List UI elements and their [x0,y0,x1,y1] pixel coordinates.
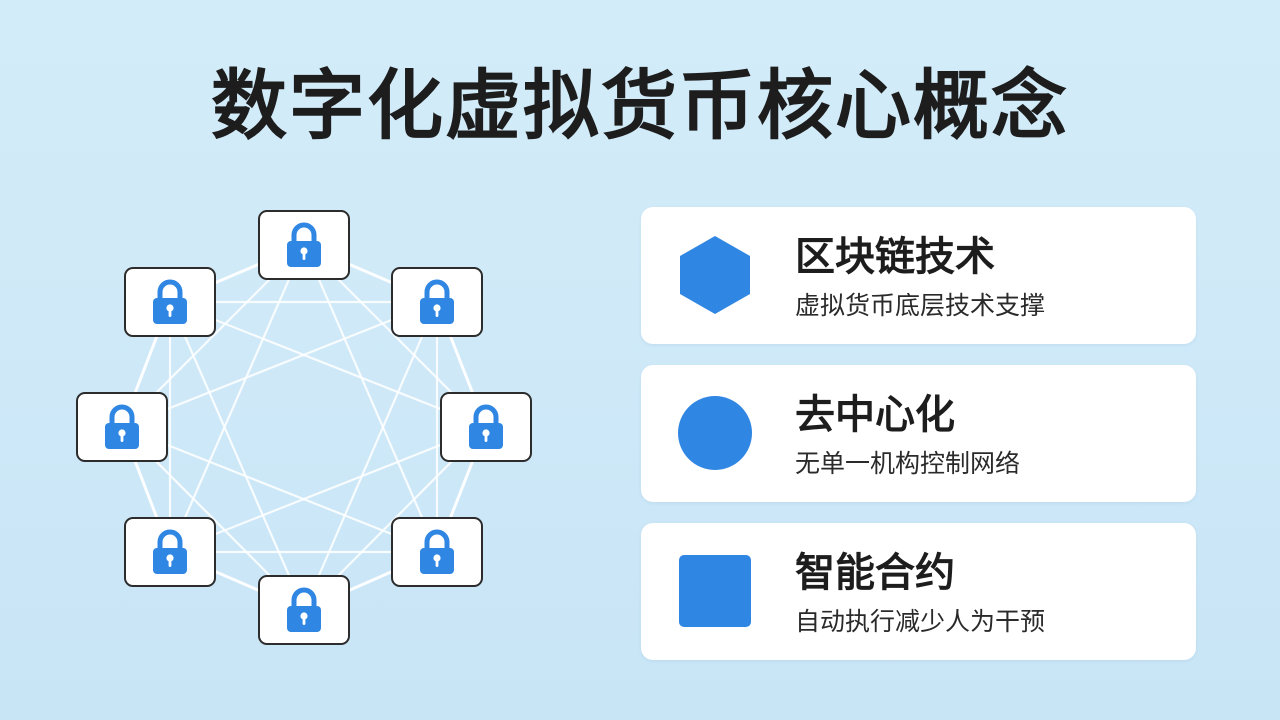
network-node [258,575,350,645]
concept-title: 区块链技术 [795,234,995,280]
network-node [391,517,483,587]
lock-icon [287,222,321,267]
network-link [302,301,439,611]
blockchain-network-diagram [60,195,560,665]
network-node [124,517,216,587]
network-link [121,300,438,429]
concept-title: 去中心化 [795,392,955,438]
concept-description: 无单一机构控制网络 [795,449,1021,478]
network-node [391,267,483,337]
concept-title: 智能合约 [795,550,955,596]
network-node [440,392,532,462]
concept-card-blockchain: 区块链技术 虚拟货币底层技术支撑 [641,207,1196,344]
network-link [169,425,487,554]
network-node [258,210,350,280]
concept-card-smart-contract: 智能合约 自动执行减少人为干预 [641,523,1196,660]
lock-icon [420,279,454,324]
lock-icon [287,587,321,632]
lock-icon [469,404,503,449]
network-link [168,301,306,611]
square-icon [679,555,751,627]
network-link [169,300,487,429]
hexagon-icon [680,236,750,314]
network-link [121,425,438,554]
concept-description: 自动执行减少人为干预 [795,607,1046,636]
concept-card-decentralization: 去中心化 无单一机构控制网络 [641,365,1196,502]
lock-icon [153,279,187,324]
concept-description: 虚拟货币底层技术支撑 [795,291,1046,320]
page-title: 数字化虚拟货币核心概念 [211,61,1069,150]
lock-icon [420,529,454,574]
circle-icon [678,396,752,470]
network-node [76,392,168,462]
network-link [168,244,306,553]
network-node [124,267,216,337]
lock-icon [153,529,187,574]
network-link [302,244,439,553]
lock-icon [105,404,139,449]
